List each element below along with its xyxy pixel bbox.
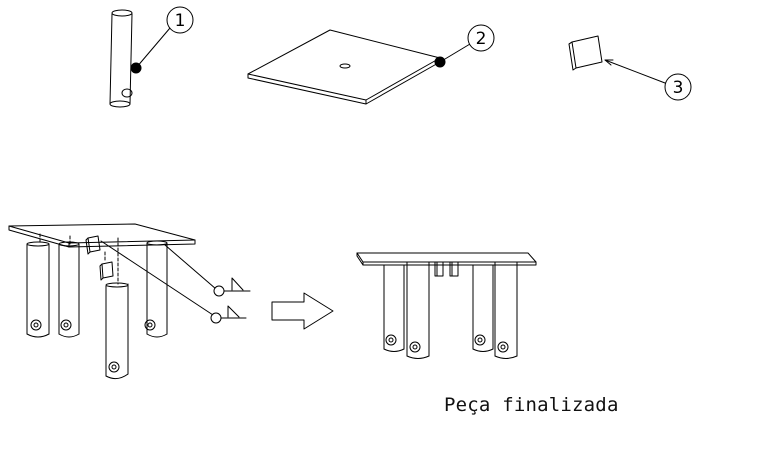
finished-part-caption: Peça finalizada <box>444 394 619 416</box>
callout-1-number: 1 <box>175 11 186 31</box>
finished-leg <box>406 261 430 359</box>
part-plate <box>247 29 441 105</box>
exploded-leg <box>58 235 80 338</box>
exploded-tab <box>85 235 101 255</box>
part-tab <box>568 35 603 71</box>
weld-symbol-lower <box>210 305 247 324</box>
tube-hole <box>121 88 133 98</box>
callout-3-number: 3 <box>673 78 684 98</box>
plate-hole <box>339 63 351 69</box>
weld-symbol-upper <box>213 277 251 297</box>
exploded-assembly <box>8 223 217 380</box>
callout-3: 3 <box>604 59 692 101</box>
finished-tab <box>449 261 459 277</box>
exploded-leg <box>26 233 50 338</box>
finished-leg <box>383 264 405 352</box>
finished-assembly <box>356 252 537 359</box>
finished-tab <box>434 261 444 277</box>
finished-leg <box>472 264 494 352</box>
callout-1: 1 <box>130 6 194 74</box>
callout-2: 2 <box>434 24 495 68</box>
part-tube <box>109 9 133 108</box>
exploded-tab <box>99 251 114 281</box>
assembly-arrow-icon <box>271 292 334 330</box>
exploded-leg <box>105 237 129 380</box>
callout-2-number: 2 <box>476 29 487 49</box>
exploded-leg <box>144 240 168 338</box>
finished-leg <box>494 261 518 359</box>
